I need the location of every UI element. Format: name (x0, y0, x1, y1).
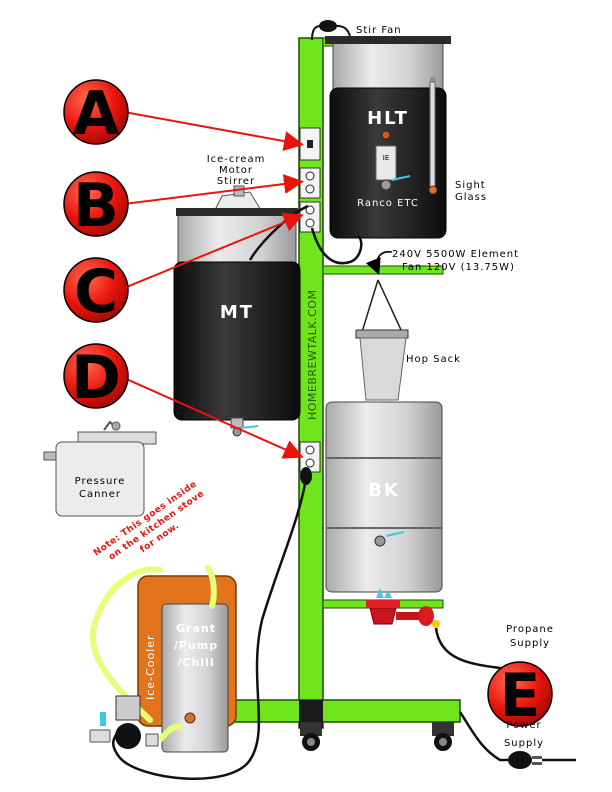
arrow-c (123, 212, 304, 289)
grant-vessel: Grant /Pump /Chill (161, 603, 229, 753)
bk-vessel: BK (325, 401, 443, 593)
marker-d: D (63, 343, 129, 413)
pressure-label-1: Pressure (75, 476, 126, 487)
mt-cord (248, 204, 309, 261)
element-arrow (365, 251, 393, 275)
marker-a: A (63, 79, 129, 149)
grant-label-3: /Chill (177, 656, 214, 669)
marker-e-letter: E (500, 661, 541, 731)
power-plug (508, 751, 576, 769)
marker-a-letter: A (73, 79, 120, 149)
hop-sack-label: Hop Sack (406, 354, 461, 365)
hlt-label: HLT (367, 108, 409, 129)
hop-sack (355, 279, 409, 401)
sight-label-2: Glass (455, 192, 487, 203)
outlet-b (299, 167, 321, 199)
propane-burner (366, 588, 440, 628)
propane-label-2: Supply (510, 638, 550, 649)
ice-cooler-label: Ice-Cooler (144, 634, 157, 700)
pump (89, 695, 159, 749)
arrow-a (123, 111, 304, 151)
pressure-canner (43, 420, 157, 517)
power-label-2: Supply (504, 738, 544, 749)
ice-cream-label-1: Ice-cream (207, 154, 266, 165)
hlt-cord (310, 227, 363, 265)
ranco-label: Ranco ETC (357, 198, 419, 209)
marker-b: B (63, 171, 129, 241)
svg-text:IE: IE (383, 154, 390, 162)
arrow-d (123, 377, 304, 459)
marker-d-letter: D (71, 343, 121, 413)
grant-label-1: Grant (176, 622, 216, 635)
mt-vessel: MT (173, 208, 301, 437)
ice-cream-label-2: Motor (219, 165, 253, 176)
element-label-1: 240V 5500W Element (392, 249, 519, 260)
propane-label-1: Propane (506, 624, 554, 635)
caster-left (300, 722, 322, 751)
power-cord (458, 711, 530, 762)
outlet-a (299, 127, 321, 161)
sight-glass (429, 81, 436, 193)
marker-c-letter: C (74, 257, 118, 327)
caster-right (432, 722, 454, 751)
arrows (123, 111, 304, 459)
frame-hlt-shelf (322, 265, 444, 275)
outlet-d (299, 441, 321, 473)
marker-c: C (63, 257, 129, 327)
mt-label: MT (220, 302, 254, 323)
outlet-c (299, 201, 321, 233)
ice-cream-label-3: Stirrer (217, 176, 255, 187)
power-label-1: Power (506, 720, 541, 731)
hlt-vessel: HLT IE Ranco ETC (325, 36, 451, 239)
pump-cord (112, 467, 310, 780)
stir-fan-label: Stir Fan (356, 25, 402, 36)
arrow-b (123, 174, 304, 205)
pressure-label-2: Canner (79, 489, 121, 500)
marker-e: E (487, 661, 553, 731)
marker-b-letter: B (73, 171, 119, 241)
bk-label: BK (368, 480, 400, 501)
ranco-controller (375, 145, 397, 181)
element-label-2: Fan 120V (13.75W) (402, 262, 515, 273)
stir-fan-plug (311, 20, 351, 41)
sight-label-1: Sight (455, 180, 486, 191)
grant-label-2: /Pump (174, 639, 218, 652)
watermark: HOMEBREWTALK.COM (306, 290, 319, 420)
cord-plug-d (300, 467, 312, 485)
